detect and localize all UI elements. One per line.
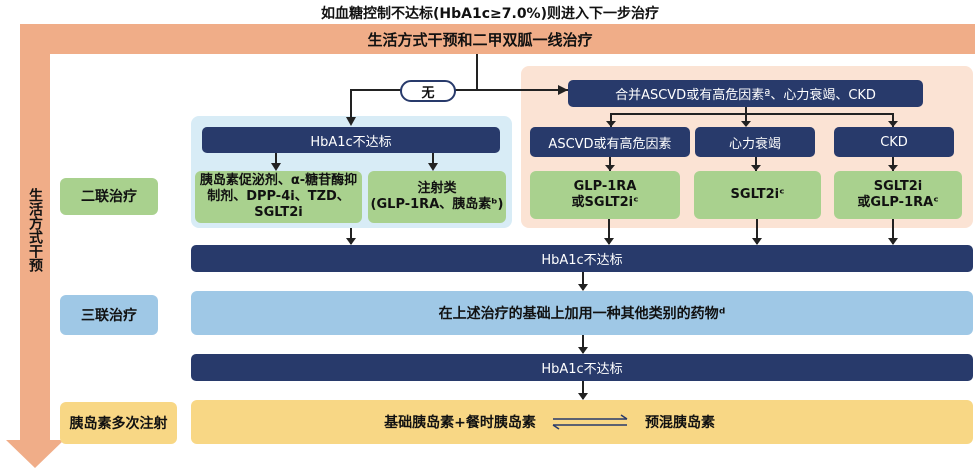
triple-therapy-label: 三联治疗 (60, 295, 158, 335)
insulin-box (191, 400, 973, 444)
ckd-header: CKD (834, 127, 954, 157)
lifestyle-banner: 生活方式干预和二甲双胍一线治疗 (367, 30, 593, 49)
connector (755, 157, 757, 171)
connector (610, 113, 612, 127)
hba1c-unmet-box: HbA1c不达标 (202, 127, 500, 153)
connector (610, 113, 893, 115)
connector (582, 381, 584, 399)
connector (350, 228, 352, 244)
connector (892, 113, 894, 127)
none-pill: 无 (400, 80, 456, 102)
injectables-box: 注射类 (GLP-1RA、胰岛素ᵇ) (368, 171, 506, 223)
connector (892, 218, 894, 244)
oral-options-box: 胰岛素促泌剂、α-糖苷酶抑制剂、DPP-4i、TZD、SGLT2i (195, 171, 362, 223)
ascvd-drug-box: GLP-1RA 或SGLT2iᶜ (530, 171, 680, 219)
top-caption: 如血糖控制不达标(HbA1c≥7.0%)则进入下一步治疗 (321, 6, 659, 22)
connector (476, 54, 478, 90)
connector (582, 272, 584, 290)
triple-therapy-box: 在上述治疗的基础上加用一种其他类别的药物ᵈ (191, 291, 973, 335)
insulin-label: 胰岛素多次注射 (60, 402, 177, 444)
connector (609, 157, 611, 171)
hba1c-unmet-bar: HbA1c不达标 (191, 354, 973, 381)
side-lifestyle-label: 生活方式干预 (27, 188, 43, 272)
connector (582, 335, 584, 353)
double-arrow-icon (552, 414, 628, 430)
connector (350, 89, 352, 121)
lifestyle-side-arrow-shaft (20, 24, 50, 444)
hf-drug-box: SGLT2iᶜ (694, 171, 821, 219)
premixed-text: 预混胰岛素 (645, 415, 715, 431)
connector (892, 157, 894, 171)
comorbidity-header: 合并ASCVD或有高危因素ª、心力衰竭、CKD (568, 80, 923, 107)
connector (608, 218, 610, 244)
ascvd-header: ASCVD或有高危因素 (530, 127, 690, 157)
connector (432, 153, 434, 169)
hba1c-unmet-bar: HbA1c不达标 (191, 245, 973, 272)
lifestyle-banner-bg (20, 24, 975, 54)
lifestyle-side-arrow-head (6, 440, 64, 468)
basal-bolus-text: 基础胰岛素+餐时胰岛素 (384, 415, 536, 431)
ckd-drug-box: SGLT2i 或GLP-1RAᶜ (834, 171, 962, 219)
dual-therapy-label: 二联治疗 (60, 178, 158, 215)
connector (756, 218, 758, 244)
hf-header: 心力衰竭 (695, 127, 815, 157)
connector (275, 153, 277, 169)
connector (350, 89, 568, 91)
